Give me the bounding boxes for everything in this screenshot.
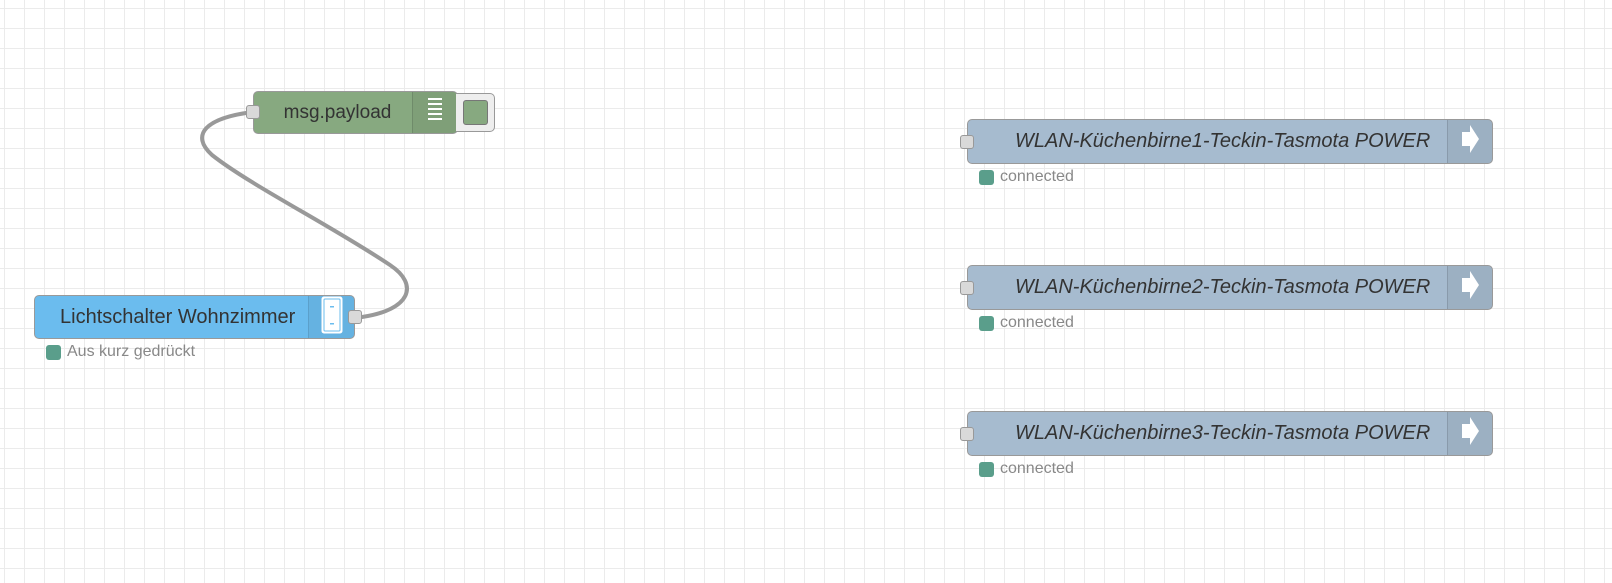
mqtt-node-2-input-port[interactable] <box>960 281 974 295</box>
debug-node-input-port[interactable] <box>246 105 260 119</box>
status-dot-icon <box>46 344 61 360</box>
mqtt-out-node-1[interactable]: WLAN-Küchenbirne1-Teckin-Tasmota POWER <box>960 119 1493 164</box>
switch-node-label: Lichtschalter Wohnzimmer <box>60 305 296 328</box>
switch-node-status-text: Aus kurz gedrückt <box>67 343 196 360</box>
debug-toggle-icon <box>462 100 488 125</box>
mqtt-node-3-status: connected <box>979 460 1074 478</box>
debug-node-icon-area <box>412 92 457 133</box>
bridge-arrow-icon <box>1460 270 1480 305</box>
bridge-arrow-icon <box>1460 416 1480 451</box>
status-dot-icon <box>979 169 994 185</box>
wire-switch-to-debug[interactable] <box>200 110 409 319</box>
mqtt-out-node-2[interactable]: WLAN-Küchenbirne2-Teckin-Tasmota POWER <box>960 265 1493 310</box>
mqtt-node-1-status: connected <box>979 168 1074 186</box>
mqtt-node-1-icon-area <box>1447 120 1492 163</box>
switch-icon <box>321 296 343 339</box>
debug-node-label: msg.payload <box>283 101 392 123</box>
mqtt-node-3-icon-area <box>1447 412 1492 455</box>
mqtt-node-2-status: connected <box>979 314 1074 332</box>
debug-toggle-button[interactable] <box>456 93 495 132</box>
mqtt-node-1-input-port[interactable] <box>960 135 974 149</box>
mqtt-node-1-label: WLAN-Küchenbirne1-Teckin-Tasmota POWER <box>1015 130 1431 152</box>
status-dot-icon <box>979 461 994 477</box>
mqtt-node-2-status-text: connected <box>1000 314 1074 331</box>
mqtt-node-2-icon-area <box>1447 266 1492 309</box>
switch-node-status: Aus kurz gedrückt <box>46 343 195 361</box>
debug-node[interactable]: msg.payload <box>246 91 458 134</box>
bridge-arrow-icon <box>1460 124 1480 159</box>
status-dot-icon <box>979 315 994 331</box>
mqtt-node-1-status-text: connected <box>1000 168 1074 185</box>
switch-node-output-port[interactable] <box>348 310 362 324</box>
mqtt-out-node-3[interactable]: WLAN-Küchenbirne3-Teckin-Tasmota POWER <box>960 411 1493 456</box>
mqtt-node-2-label: WLAN-Küchenbirne2-Teckin-Tasmota POWER <box>1015 276 1431 298</box>
mqtt-node-3-status-text: connected <box>1000 460 1074 477</box>
debug-list-icon <box>427 97 443 128</box>
switch-node[interactable]: Lichtschalter Wohnzimmer <box>34 295 362 339</box>
mqtt-node-3-label: WLAN-Küchenbirne3-Teckin-Tasmota POWER <box>1015 422 1431 444</box>
mqtt-node-3-input-port[interactable] <box>960 427 974 441</box>
switch-node-icon-area <box>308 296 354 338</box>
